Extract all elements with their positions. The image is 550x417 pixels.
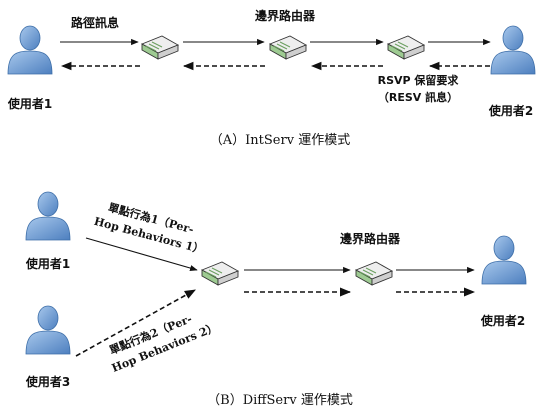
- user2-person-icon: [490, 25, 536, 75]
- router-icon: [141, 35, 179, 60]
- panel-b-user2-label: 使用者2: [480, 313, 525, 328]
- user3-person-icon: [25, 305, 71, 355]
- panel-a: 使用者1 使用者2 路徑訊息 邊界路由器 RSVP 保留要求 （RESV 訊息）…: [7, 8, 536, 148]
- phb1-arrow: [85, 237, 198, 272]
- user2-person-icon: [481, 235, 527, 285]
- panel-a-user1-label: 使用者1: [7, 96, 52, 111]
- path-message-label: 路徑訊息: [71, 15, 119, 30]
- panel-a-edge-router-label: 邊界路由器: [255, 8, 316, 23]
- panel-b: 使用者1 使用者3 使用者2 邊界路由器 單點行為1（Per- Hop Beha…: [25, 191, 527, 408]
- router-icon: [201, 261, 239, 286]
- user1-person-icon: [25, 191, 71, 241]
- panel-a-user2-label: 使用者2: [488, 103, 533, 118]
- rsvp-label-line2: （RESV 訊息）: [378, 90, 458, 104]
- panel-b-edge-router-label: 邊界路由器: [340, 231, 401, 246]
- router-icon: [269, 35, 307, 60]
- phb2-arrow: [75, 289, 196, 357]
- rsvp-label-line1: RSVP 保留要求: [378, 73, 460, 87]
- panel-b-user1-label: 使用者1: [25, 256, 70, 271]
- user1-person-icon: [7, 25, 53, 75]
- panel-a-caption: （A）IntServ 運作模式: [210, 133, 350, 148]
- router-icon: [355, 261, 393, 286]
- router-icon: [387, 35, 425, 60]
- panel-b-caption: （B）DiffServ 運作模式: [207, 393, 353, 408]
- panel-b-user3-label: 使用者3: [25, 374, 70, 389]
